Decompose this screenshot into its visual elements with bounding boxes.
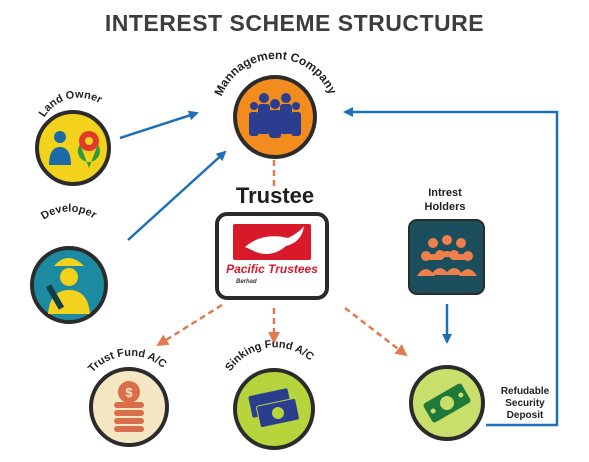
trustee-logo-sub: Berhad (236, 279, 257, 285)
dove-logo-icon (233, 224, 311, 260)
banknotes-icon (248, 388, 300, 429)
interest-holders-line2: Holders (424, 201, 466, 213)
arrow-landowner-to-management (119, 110, 199, 140)
developer-icon (45, 258, 90, 314)
deposit-node (409, 365, 485, 441)
management-company-node: Mannagement Company (211, 48, 340, 159)
people-group-icon (249, 93, 301, 138)
developer-label: Developer (39, 202, 99, 222)
crowd-icon (417, 235, 477, 276)
land-owner-icon (49, 131, 100, 168)
trustee-node: Pacific Trustees Berhad (215, 212, 329, 300)
interest-holders-label: Intrest Holders (395, 186, 495, 214)
deposit-line3: Deposit (506, 410, 544, 421)
diagram-title: INTEREST SCHEME STRUCTURE (104, 10, 485, 36)
sinking-fund-label: Sinking Fund A/C (223, 338, 316, 373)
trustee-title: Trustee (235, 183, 315, 208)
deposit-line1: Refudable (500, 386, 550, 397)
interest-holders-line1: Intrest (428, 187, 462, 199)
arrow-trustee-to-trust-fund (156, 303, 223, 347)
land-owner-node: Land Owner (35, 89, 111, 186)
developer-node: Developer (30, 202, 108, 324)
deposit-label: Refudable Security Deposit (480, 386, 570, 422)
interest-holders-node (408, 219, 485, 295)
trust-fund-node: $ Trust Fund A/C (86, 347, 169, 447)
svg-text:$: $ (125, 385, 133, 400)
sinking-fund-node: Sinking Fund A/C (223, 338, 316, 450)
money-bill-icon (423, 383, 471, 423)
trustee-logo-brand: Pacific Trustees (226, 262, 318, 276)
deposit-line2: Security (505, 398, 545, 409)
arrow-deposit-to-management (343, 107, 559, 427)
connectors (119, 107, 559, 427)
coin-stack-icon: $ (114, 381, 144, 432)
arrow-trustee-to-deposit (344, 307, 408, 357)
arrow-developer-to-management (127, 150, 227, 241)
